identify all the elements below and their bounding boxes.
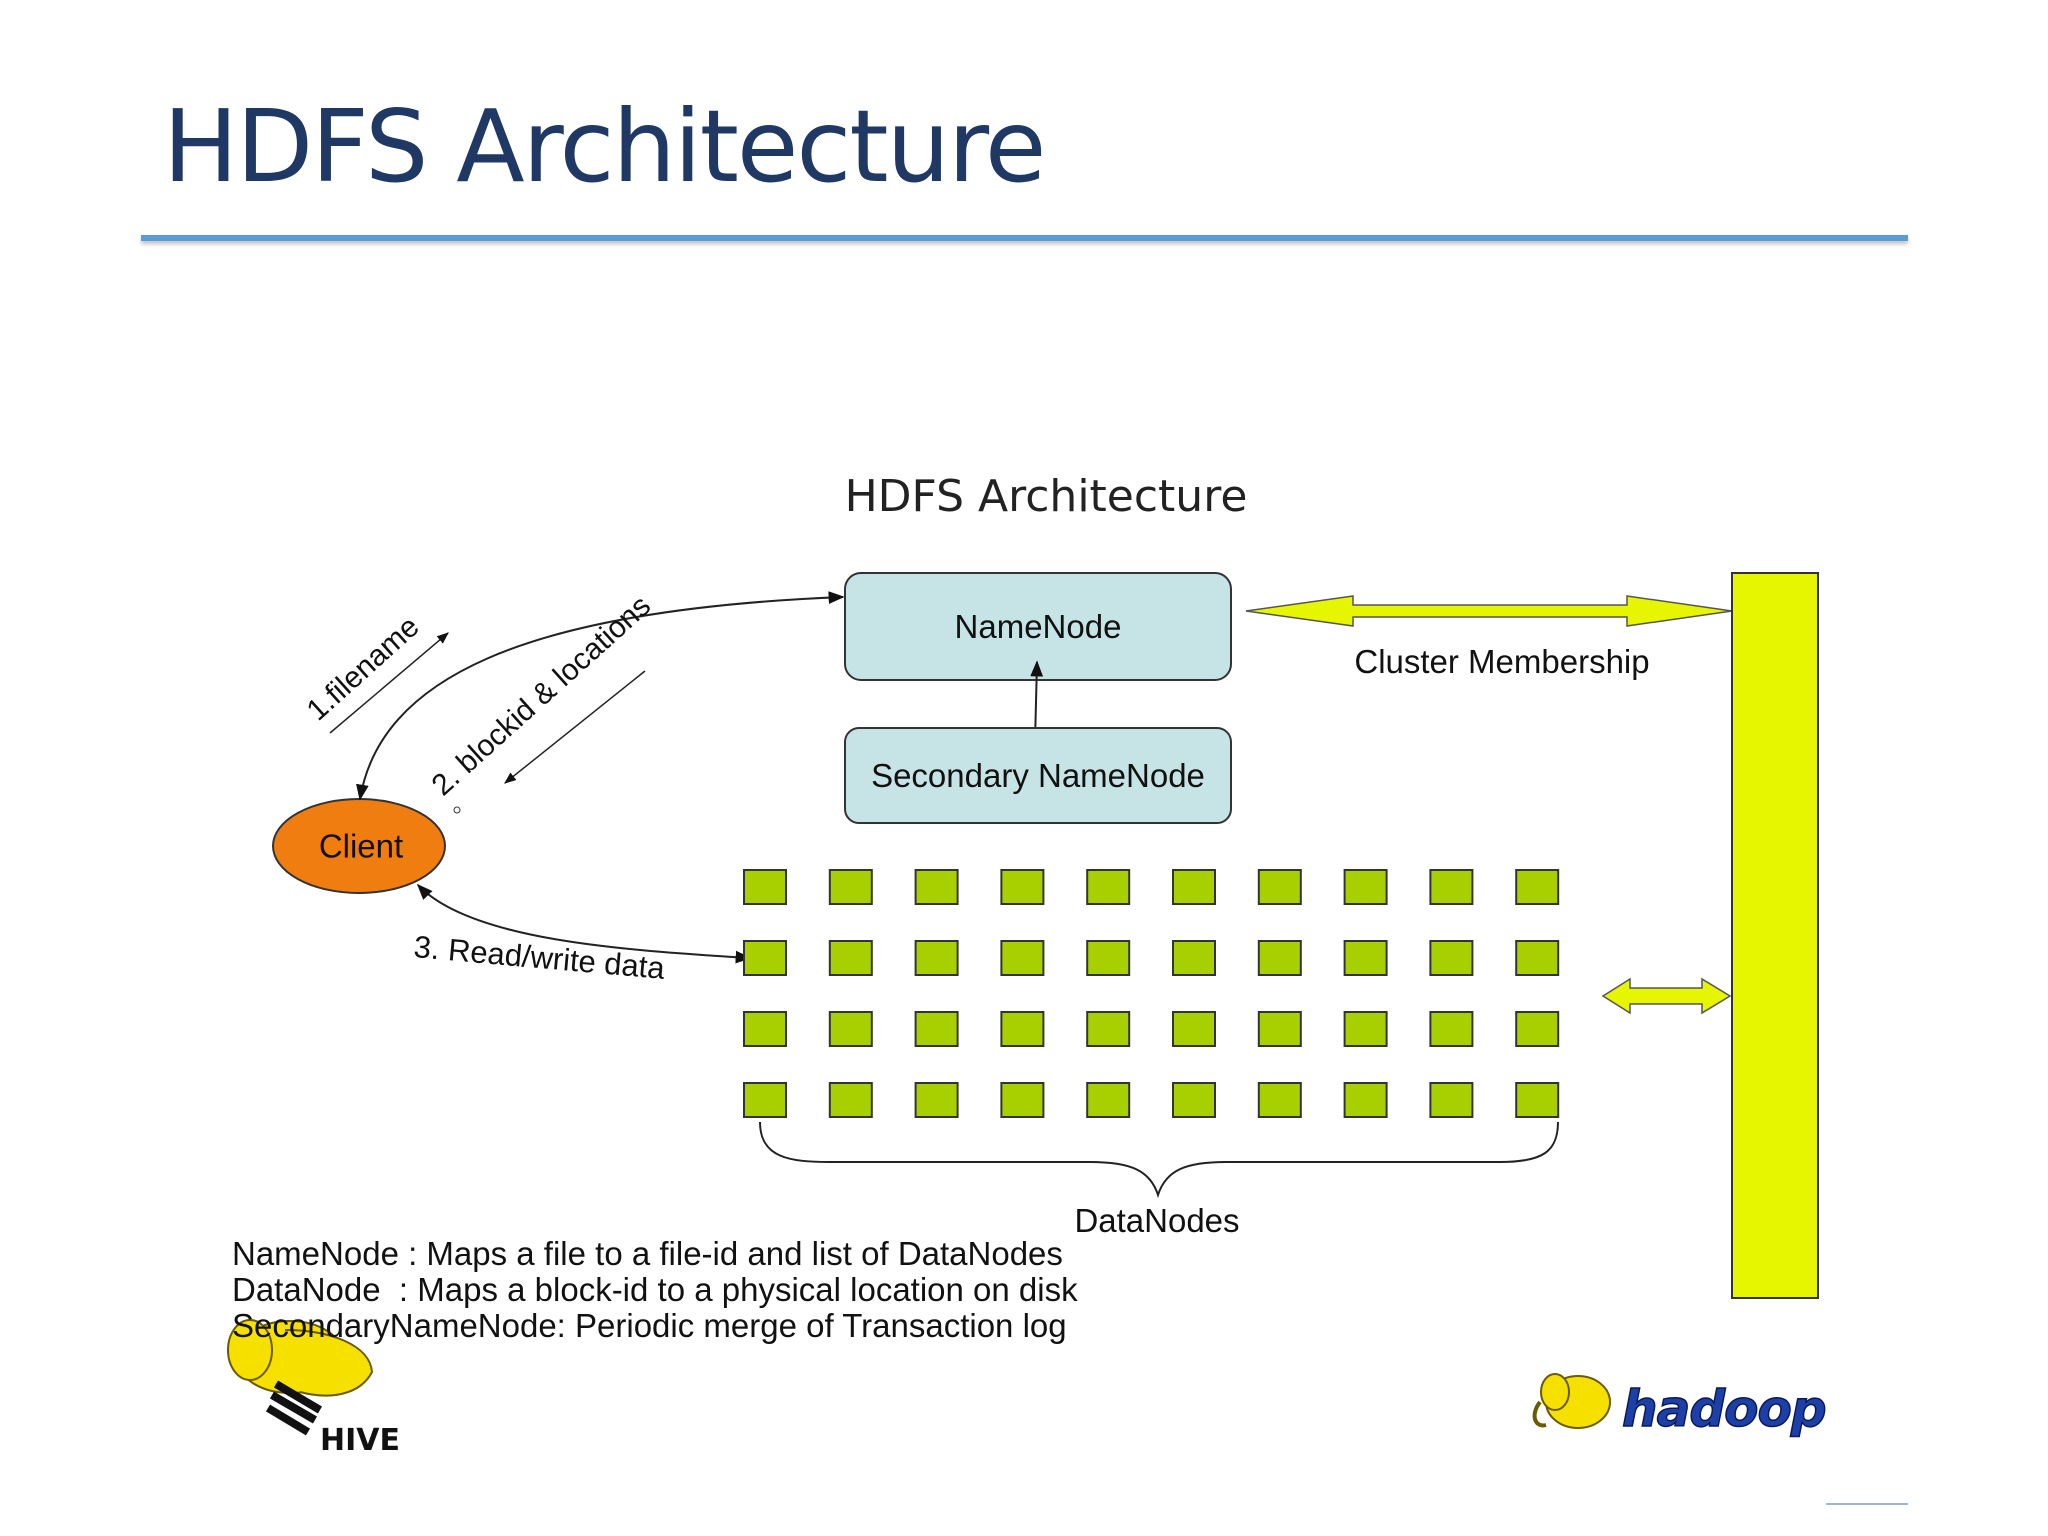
datanode-box [743, 1082, 787, 1118]
stray-dot [453, 806, 461, 814]
datanode-box [1343, 1011, 1388, 1047]
datanode-box [1086, 1011, 1131, 1047]
datanode-box [1086, 1082, 1131, 1118]
datanode-box [914, 940, 959, 976]
hive-logo-text: HIVE [320, 1423, 400, 1458]
diagram-title: HDFS Architecture [845, 471, 1248, 522]
datanode-box [1343, 940, 1388, 976]
datanode-box [828, 940, 873, 976]
datanode-box [1515, 1082, 1560, 1118]
blockid-arrow [504, 670, 646, 784]
datanode-box [1257, 1011, 1302, 1047]
legend-line-datanode: DataNode : Maps a block-id to a physical… [232, 1271, 1078, 1308]
client-node: Client [272, 798, 446, 894]
datanode-box [1172, 1011, 1216, 1047]
secondary-namenode-label: Secondary NameNode [871, 757, 1205, 794]
secondary-namenode-box: Secondary NameNode [844, 727, 1232, 824]
blockid-locations-label: 2. blockid & locations [426, 589, 658, 802]
datanode-box [743, 869, 787, 905]
read-write-label: 3. Read/write data [412, 929, 666, 986]
datanode-box [1515, 869, 1560, 905]
slide-title: HDFS Architecture [163, 88, 1046, 205]
datanode-box [914, 1011, 959, 1047]
datanode-box [1000, 869, 1045, 905]
datanode-box [743, 1011, 787, 1047]
datanode-box [1086, 940, 1131, 976]
datanode-box [1257, 940, 1302, 976]
datanode-box [1172, 940, 1216, 976]
hadoop-logo: hadoop [1532, 1373, 1827, 1439]
datanode-box [1515, 1011, 1560, 1047]
hadoop-logo-text: hadoop [1622, 1380, 1826, 1438]
datanode-box [1000, 1011, 1045, 1047]
client-label: Client [319, 828, 403, 865]
cluster-membership-label: Cluster Membership [1354, 643, 1649, 680]
datanodes-label: DataNodes [1074, 1202, 1239, 1239]
datanode-box [1000, 1082, 1045, 1118]
datanode-box [1429, 940, 1474, 976]
datanode-box [1000, 940, 1045, 976]
datanode-box [828, 1011, 873, 1047]
hive-logo: HIVE [227, 1319, 400, 1458]
datanode-box [914, 869, 959, 905]
legend-line-secondary-namenode: SecondaryNameNode: Periodic merge of Tra… [232, 1307, 1067, 1344]
datanode-box [828, 869, 873, 905]
client-namenode-arrow [356, 591, 845, 801]
datanode-box [1429, 1082, 1474, 1118]
datanode-grid [743, 869, 1560, 1118]
datanode-box [1172, 1082, 1216, 1118]
datanodes-brace [759, 1121, 1559, 1199]
datanode-box [1086, 869, 1131, 905]
datanode-box [1343, 869, 1388, 905]
datanode-box [828, 1082, 873, 1118]
datanode-box [1429, 1011, 1474, 1047]
namenode-box: NameNode [844, 572, 1232, 681]
cluster-membership-arrow [1245, 595, 1733, 627]
datanode-box [1343, 1082, 1388, 1118]
datanode-box [1429, 869, 1474, 905]
datanode-box [1257, 1082, 1302, 1118]
title-divider [141, 235, 1908, 241]
cluster-membership-bar [1731, 572, 1819, 1299]
read-write-arrow [416, 883, 752, 964]
namenode-label: NameNode [955, 608, 1122, 645]
datanode-box [1515, 940, 1560, 976]
corner-mark [1826, 1503, 1908, 1505]
filename-arrow [329, 632, 449, 734]
datanode-box [1172, 869, 1216, 905]
legend-line-namenode: NameNode : Maps a file to a file-id and … [232, 1235, 1063, 1272]
component-legend: NameNode : Maps a file to a file-id and … [232, 1236, 1078, 1344]
datanode-box [914, 1082, 959, 1118]
datanode-box [1257, 869, 1302, 905]
datanodes-cluster-arrow [1601, 977, 1732, 1015]
datanode-box [743, 940, 787, 976]
